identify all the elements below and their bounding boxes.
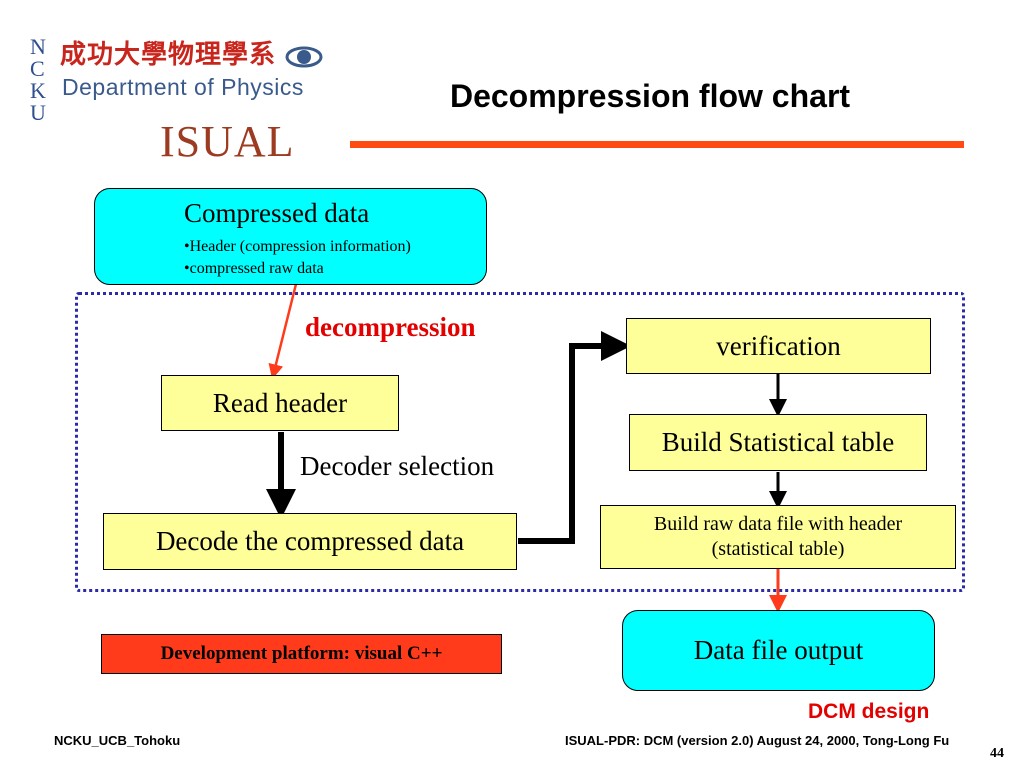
build-raw-data-node: Build raw data file with header (statist… <box>600 505 956 569</box>
logo-letter: C <box>30 56 45 81</box>
compressed-data-title: Compressed data <box>184 198 370 228</box>
read-header-label: Read header <box>212 387 348 418</box>
title-underline <box>350 141 964 148</box>
decompression-label: decompression <box>305 312 476 342</box>
verification-label: verification <box>716 330 841 361</box>
logo-chinese-name: 成功大學物理學系 <box>60 40 277 70</box>
development-platform-badge: Development platform: visual C++ <box>101 634 502 674</box>
logo-letter: N <box>30 34 46 59</box>
arrow-compressed-to-read-header <box>268 283 298 380</box>
dcm-design-label: DCM design <box>808 700 930 723</box>
department-logo: N C K U 成功大學物理學系 Department of Physics I… <box>22 30 323 172</box>
logo-ncku-letters: N C K U <box>30 36 54 124</box>
build-statistical-table-node: Build Statistical table <box>629 414 927 471</box>
decoder-selection-label: Decoder selection <box>300 451 495 481</box>
compressed-data-node <box>94 188 487 285</box>
data-file-output-label: Data file output <box>693 635 864 665</box>
logo-swoosh-icon <box>285 46 323 68</box>
build-raw-data-label-line2: (statistical table) <box>711 538 845 560</box>
build-statistical-table-label: Build Statistical table <box>661 427 895 457</box>
compressed-data-bullet: •compressed raw data <box>184 260 324 277</box>
decompression-region-border <box>75 292 965 592</box>
decode-node: Decode the compressed data <box>103 513 517 570</box>
logo-isual: ISUAL <box>160 117 295 166</box>
logo-letter: K <box>30 78 46 103</box>
decode-label: Decode the compressed data <box>155 526 465 556</box>
footer-left: NCKU_UCB_Tohoku <box>54 733 181 748</box>
data-file-output-node: Data file output <box>622 610 935 691</box>
development-platform-label: Development platform: visual C++ <box>160 643 443 664</box>
arrow-decode-to-verification <box>518 331 631 544</box>
read-header-node: Read header <box>161 375 399 431</box>
verification-node: verification <box>626 318 931 374</box>
logo-letter: U <box>30 100 46 125</box>
compressed-data-bullet: •Header (compression information) <box>184 238 411 255</box>
slide-title: Decompression flow chart <box>449 78 851 114</box>
page-number: 44 <box>990 746 1004 761</box>
logo-department: Department of Physics <box>62 74 304 100</box>
build-raw-data-label-line1: Build raw data file with header <box>653 513 903 535</box>
footer-right: ISUAL-PDR: DCM (version 2.0) August 24, … <box>565 733 950 748</box>
